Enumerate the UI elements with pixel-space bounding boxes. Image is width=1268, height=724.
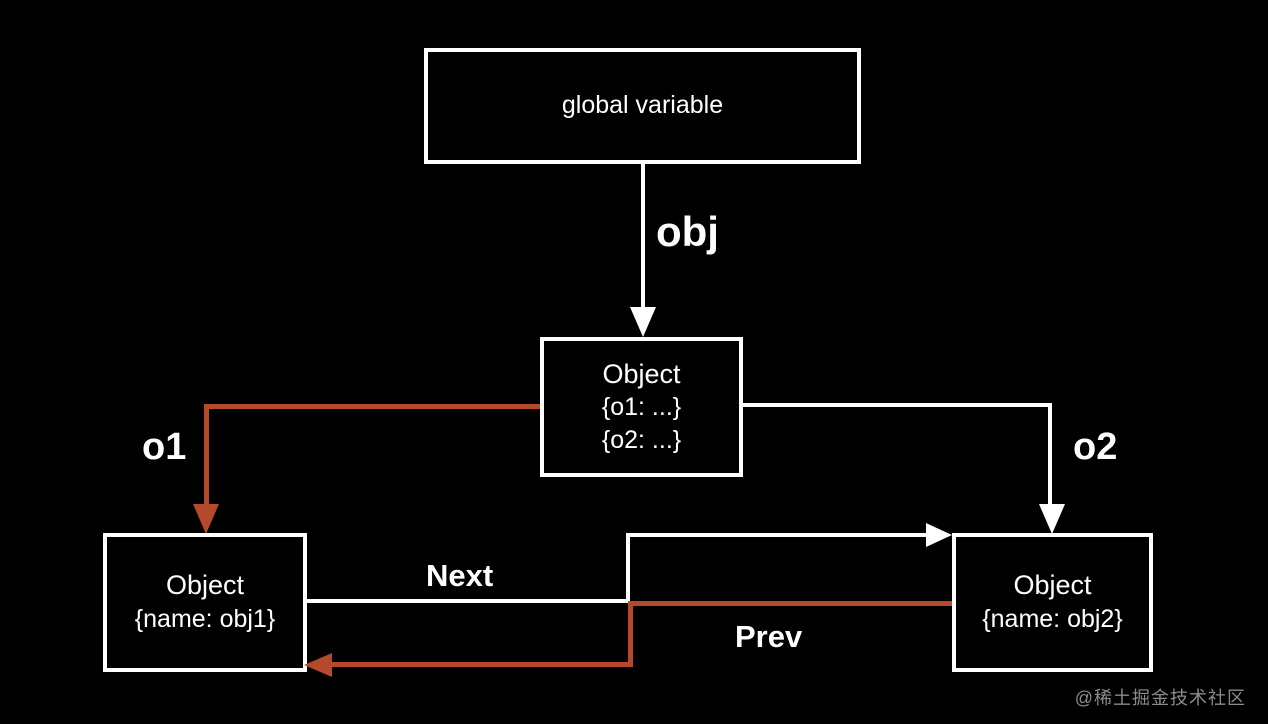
next-arrow-vertical-line (626, 533, 630, 603)
obj2-title: Object (1013, 570, 1092, 601)
next-arrow-upper-line (626, 533, 926, 537)
object-root-o1-line: {o1: ...} (601, 393, 682, 422)
o2-arrow-label: o2 (1073, 426, 1118, 468)
prev-arrow-lower-line (331, 662, 631, 667)
obj2-box: Object {name: obj2} (952, 533, 1153, 672)
obj1-name-line: {name: obj1} (134, 605, 276, 634)
prev-arrow-vertical-line (628, 601, 633, 667)
watermark: @稀土掘金技术社区 (1074, 688, 1246, 708)
obj1-box: Object {name: obj1} (103, 533, 307, 672)
next-arrow-lower-line (307, 599, 630, 603)
o2-arrow-vertical-line (1048, 403, 1052, 506)
prev-arrow-label: Prev (735, 619, 803, 654)
object-root-title: Object (602, 358, 681, 389)
o1-arrow-label: o1 (142, 426, 187, 468)
obj-arrowhead-down-icon (630, 307, 656, 337)
next-arrow-label: Next (426, 558, 494, 593)
o1-arrow-vertical-line (204, 404, 209, 506)
global-variable-label: global variable (561, 91, 724, 120)
prev-arrow-upper-line (628, 601, 952, 606)
global-variable-box: global variable (424, 48, 861, 164)
o2-arrowhead-down-icon (1039, 504, 1065, 534)
o1-arrow-horizontal-line (204, 404, 540, 409)
o2-arrow-horizontal-line (743, 403, 1052, 407)
prev-arrowhead-left-icon (304, 653, 332, 677)
o1-arrowhead-down-icon (193, 504, 219, 534)
obj-arrow-line (641, 164, 645, 309)
obj2-name-line: {name: obj2} (982, 605, 1123, 634)
obj1-title: Object (165, 570, 245, 601)
next-arrowhead-right-icon (926, 523, 952, 547)
object-root-o2-line: {o2: ...} (601, 425, 682, 454)
object-root-box: Object {o1: ...} {o2: ...} (540, 337, 743, 477)
obj-arrow-label: obj (656, 208, 719, 255)
